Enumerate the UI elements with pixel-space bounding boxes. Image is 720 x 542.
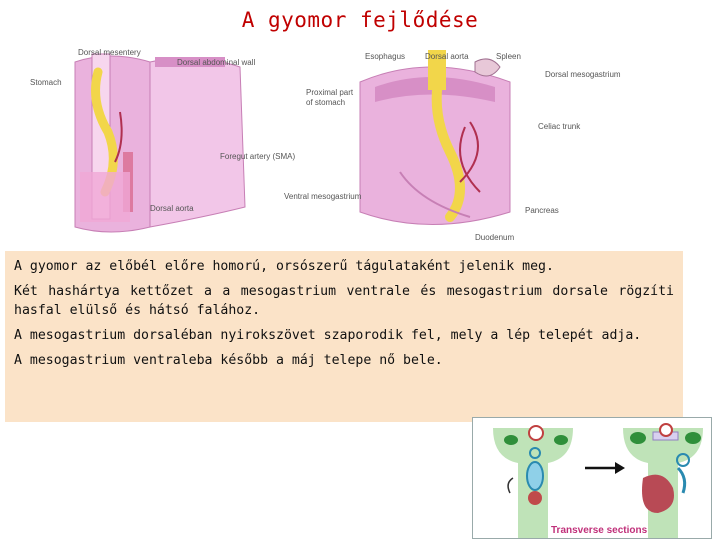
right-anatomy-drawing [359,50,511,225]
label-duodenum: Duodenum [475,233,515,242]
paragraph-4: A mesogastrium ventraleba később a máj t… [14,353,443,368]
left-anatomy-drawing [74,53,246,233]
label-spleen: Spleen [496,52,521,61]
stomach-illustration [74,50,511,233]
transverse-sections-figure: Transverse sections [472,417,712,539]
page-title: A gyomor fejlődése [241,8,479,32]
label-ventral-mesogastrium: Ventral mesogastrium [284,192,362,201]
label-dorsal-abdominal-wall: Dorsal abdominal wall [177,58,256,67]
sections-caption: Transverse sections [551,525,648,536]
paragraph-2: Két hashártya kettőzet a a mesogastrium … [14,284,674,318]
label-of-stomach: of stomach [306,98,346,107]
label-dorsal-aorta-right: Dorsal aorta [425,52,469,61]
stomach-development-figure: Dorsal mesentery Dorsal abdominal wall S… [20,42,621,247]
label-stomach: Stomach [30,78,62,87]
label-dorsal-mesogastrium: Dorsal mesogastrium [545,70,621,79]
label-dorsal-mesentery: Dorsal mesentery [78,48,141,57]
paragraph-1: A gyomor az előbél előre homorú, orsósze… [14,259,554,274]
label-pancreas: Pancreas [525,206,559,215]
label-dorsal-aorta: Dorsal aorta [150,204,194,213]
label-esophagus: Esophagus [365,52,406,61]
description-text-box: A gyomor az előbél előre homorú, orsósze… [5,251,683,422]
label-foregut-artery: Foregut artery (SMA) [220,152,296,161]
transverse-sections-drawing [493,423,703,538]
label-celiac-trunk: Celiac trunk [538,122,581,131]
label-proximal-part: Proximal part [306,88,354,97]
paragraph-3: A mesogastrium dorsaléban nyirokszövet s… [14,328,642,343]
